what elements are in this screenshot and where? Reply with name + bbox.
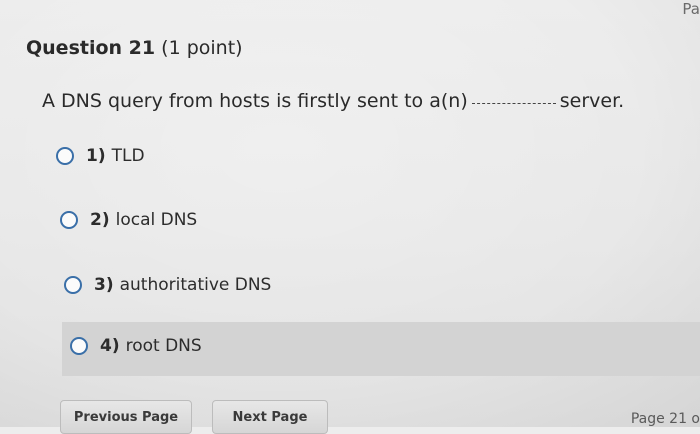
option-4[interactable]: 4) root DNS (70, 336, 202, 356)
option-label: authoritative DNS (119, 275, 272, 295)
radio-button-icon[interactable] (70, 337, 88, 355)
page-indicator: Page 21 o (630, 411, 700, 427)
option-number: 4) (100, 336, 120, 356)
option-label: TLD (111, 146, 145, 166)
option-3[interactable]: 3) authoritative DNS (64, 275, 271, 295)
option-label: local DNS (115, 210, 198, 230)
option-label: root DNS (125, 336, 202, 356)
answer-blank (471, 103, 556, 104)
option-number: 2) (90, 210, 110, 230)
option-number: 3) (94, 275, 114, 295)
question-number: Question 21 (26, 37, 156, 59)
next-page-button[interactable]: Next Page (212, 400, 328, 434)
question-header: Question 21 (1 point) (26, 37, 243, 59)
option-4-highlight-row (62, 322, 700, 376)
radio-button-icon[interactable] (64, 276, 82, 294)
previous-page-button[interactable]: Previous Page (60, 400, 192, 434)
page-corner-label: Pa (682, 0, 700, 18)
question-text: A DNS query from hosts is firstly sent t… (42, 90, 624, 112)
question-text-end: server. (559, 90, 625, 112)
option-1[interactable]: 1) TLD (56, 146, 145, 166)
question-text-start: A DNS query from hosts is firstly sent t… (42, 90, 468, 112)
radio-button-icon[interactable] (56, 147, 74, 165)
option-2[interactable]: 2) local DNS (60, 210, 197, 230)
radio-button-icon[interactable] (60, 211, 78, 229)
option-number: 1) (86, 146, 106, 166)
question-points: (1 point) (161, 37, 243, 59)
